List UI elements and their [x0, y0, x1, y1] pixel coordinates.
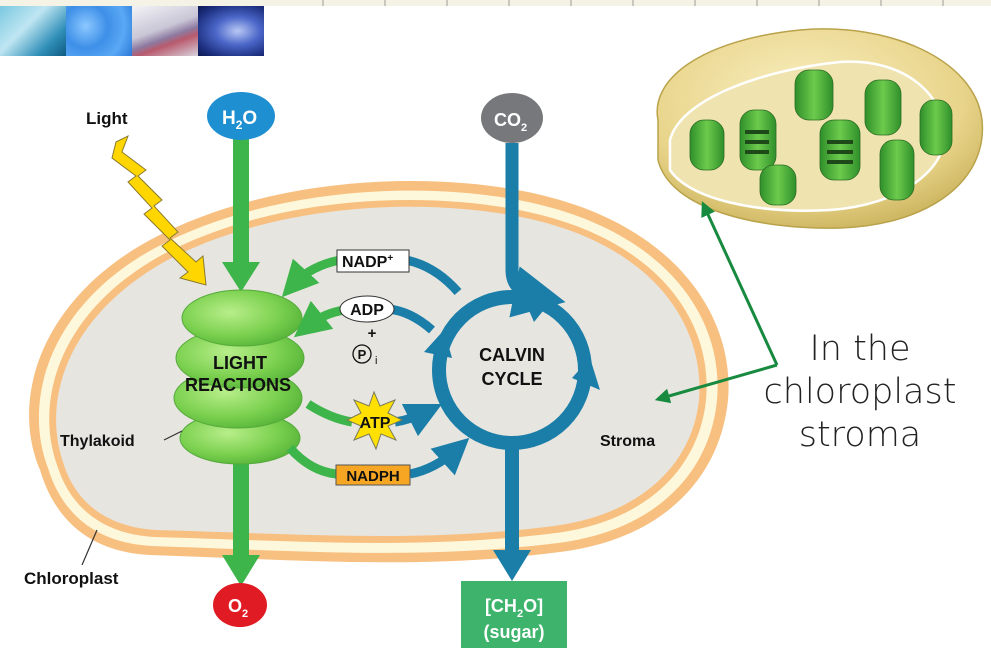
dna-image [132, 6, 198, 56]
header-banner [0, 6, 264, 56]
divider [632, 0, 634, 6]
annotation-line-2: chloroplast [763, 372, 957, 412]
nadp-plus-label: NADP+ [342, 253, 393, 271]
atp-arrow: ATP [305, 390, 443, 451]
divider [818, 0, 820, 6]
cells-image [66, 6, 132, 56]
o2-output: O2 [213, 455, 267, 627]
divider [446, 0, 448, 6]
phosphate-subscript: i [375, 355, 377, 367]
top-toolbar-strip [0, 0, 991, 6]
co2-label: CO2 [494, 110, 527, 134]
sugar-formula: [CH2O] [485, 596, 543, 620]
bacteria-image [198, 6, 264, 56]
divider [694, 0, 696, 6]
chloroplast-label: Chloroplast [24, 569, 119, 588]
divider [942, 0, 944, 6]
calvin-cycle-line1: CALVIN [479, 345, 545, 365]
divider [880, 0, 882, 6]
atp-star-icon [345, 390, 404, 451]
h2o-input: H2O [207, 92, 275, 292]
phosphate-label: P [358, 347, 367, 362]
atp-label: ATP [360, 415, 391, 432]
chloroplast-leader-line [81, 529, 98, 566]
divider [756, 0, 758, 6]
divider [322, 0, 324, 6]
nadph-label: NADPH [346, 468, 399, 485]
plus-label: + [368, 325, 377, 342]
chloroplast-membrane [29, 180, 729, 563]
calvin-cycle-line2: CYCLE [481, 369, 542, 389]
adp-label: ADP [350, 302, 384, 319]
annotation-line-3: stroma [798, 415, 922, 455]
stroma-label: Stroma [600, 433, 655, 450]
light-reactions-line1: LIGHT [213, 353, 267, 373]
sugar-output: [CH2O] (sugar) [461, 442, 567, 648]
h2o-label: H2O [222, 108, 257, 132]
nadp-plus-arrow: NADP+ [281, 249, 462, 298]
divider [384, 0, 386, 6]
chloroplast-illustration [656, 28, 984, 229]
o2-label: O2 [228, 596, 248, 620]
divider [570, 0, 572, 6]
sugar-label: (sugar) [483, 622, 544, 642]
annotation-pointer [654, 201, 779, 404]
nadph-arrow: NADPH [286, 437, 470, 486]
thylakoid-leader-line [163, 430, 183, 441]
light-reactions-line2: REACTIONS [185, 375, 291, 395]
light-bolt-icon [111, 134, 207, 286]
divider [508, 0, 510, 6]
annotation-text: In the chloroplast stroma [745, 328, 975, 457]
adp-arrow: ADP + P i [293, 295, 435, 367]
light-label: Light [86, 109, 128, 128]
microscope-image [0, 6, 66, 56]
annotation-line-1: In the [809, 329, 911, 369]
thylakoid-label: Thylakoid [60, 433, 135, 450]
thylakoid-stack: LIGHT REACTIONS [173, 289, 305, 465]
